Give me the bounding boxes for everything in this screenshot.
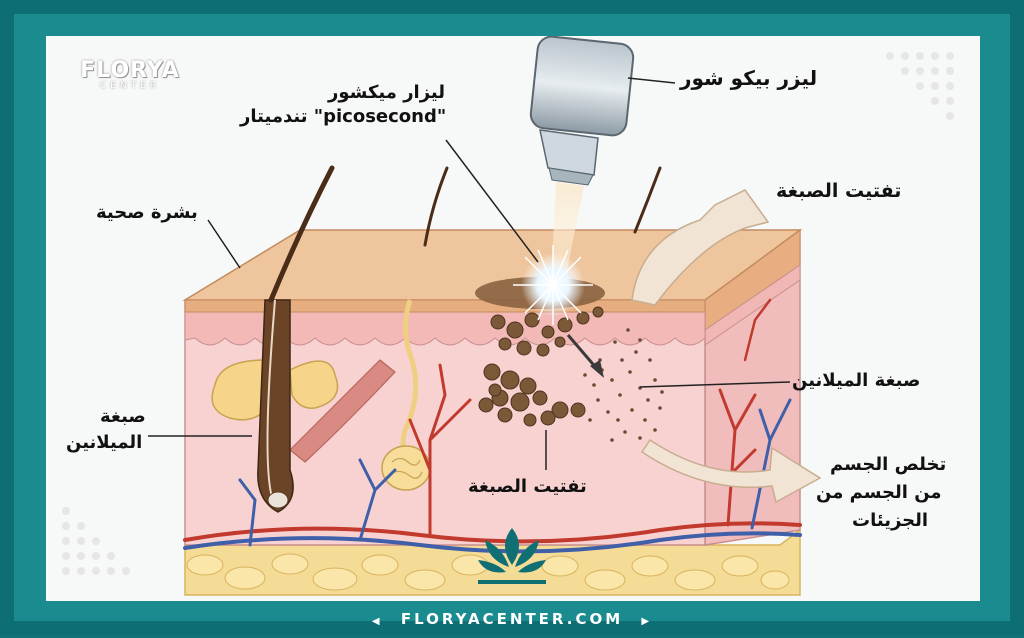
sebaceous-gland [211, 359, 271, 421]
arrow-up-out [631, 189, 770, 306]
fat-layer [184, 528, 801, 596]
decor-dots-top-right [886, 52, 954, 120]
label-pigment-breakup-bottom: تفتيت الصبغة [468, 476, 587, 497]
label-micro-laser-line1: ليزار ميكشور [328, 82, 446, 103]
diagram-canvas: ليزر بيكو شور ليزار ميكشور "picosecond" … [46, 36, 980, 601]
pointer-lines [148, 77, 791, 470]
pigment-bottom [478, 363, 586, 427]
footer-right-arrow-icon: ▶ [641, 616, 653, 627]
florya-leaf-logo [478, 528, 546, 584]
footer-website-text[interactable]: FLORYACENTER.COM [400, 610, 624, 628]
footer-left-arrow-icon: ◀ [371, 616, 383, 627]
logo-brand-subtitle: CENTER [99, 81, 161, 91]
label-elimination-2: من الجسم من [816, 482, 942, 503]
hair-small-1 [423, 166, 449, 247]
skin-diagram [62, 36, 954, 596]
arrow-down-out [640, 438, 822, 504]
label-healthy-skin: بشرة صحية [96, 202, 198, 223]
label-elimination-1: تخلص الجسم [830, 454, 947, 475]
hair-follicle [257, 299, 294, 513]
logo-brand-name: FLORYA [80, 58, 180, 83]
decor-dots-bottom-left [62, 507, 130, 575]
arrector-muscle [289, 359, 396, 463]
laser-device [529, 36, 635, 280]
hair-small-2 [633, 166, 662, 234]
sebaceous-gland-right [289, 360, 339, 409]
label-pigment-breakup-top: تفتيت الصبغة [776, 180, 902, 202]
label-melanin-left-1: صبغة [100, 406, 146, 427]
melanin-particles [583, 328, 664, 442]
label-pico-laser: ليزر بيكو شور [680, 66, 818, 90]
label-melanin-right: صبغة الميلانين [792, 370, 921, 391]
label-elimination-3: الجزيئات [852, 510, 929, 531]
label-melanin-left-2: الميلانين [66, 432, 143, 453]
footer-website: ◀ FLORYACENTER.COM ▶ [0, 603, 1024, 635]
arrow-pigment-to-particles [566, 334, 600, 371]
hair-shaft [268, 165, 335, 303]
florya-logo: FLORYA CENTER [70, 58, 190, 91]
label-micro-laser-line2: "picosecond" تندميتار [240, 106, 447, 127]
laser-flash [513, 245, 593, 325]
